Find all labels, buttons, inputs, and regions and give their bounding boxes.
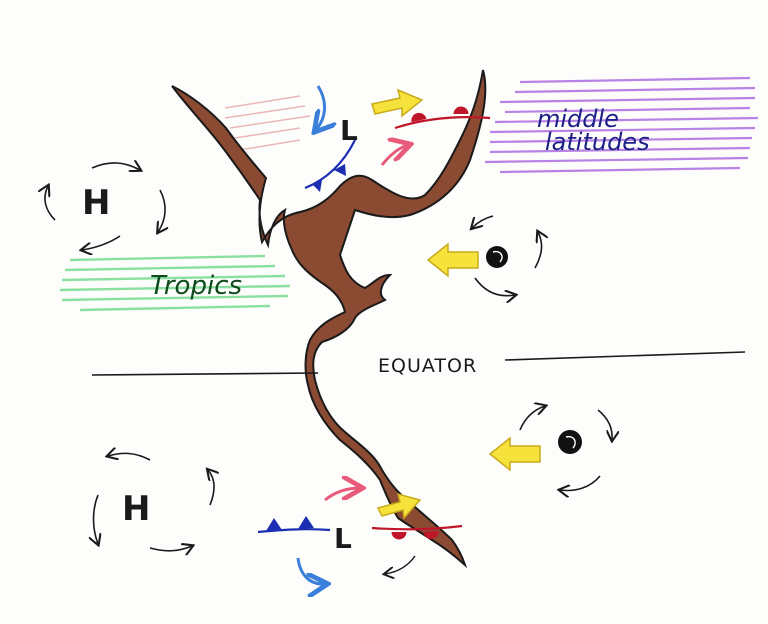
south-hurricane-track-arrow: [488, 436, 541, 472]
north-mid-latitude-storm: L: [304, 85, 491, 192]
north-hurricane: [426, 215, 542, 296]
north-high-pressure: H: [45, 163, 165, 250]
south-cold-front: [257, 528, 331, 534]
south-high-pressure: H: [94, 453, 214, 550]
north-hurricane-symbol: [486, 246, 508, 268]
north-low-label: L: [340, 114, 358, 147]
equator-label: EQUATOR: [378, 355, 477, 377]
middle-latitudes-label-1: middle: [537, 105, 619, 133]
middle-latitudes-label-2: latitudes: [545, 128, 650, 156]
north-warm-front: [394, 116, 491, 130]
south-high-label: H: [122, 489, 150, 529]
north-hurricane-track-arrow: [426, 242, 479, 278]
south-warm-front: [371, 524, 463, 531]
north-cold-front: [304, 139, 356, 190]
south-hurricane-symbol: [558, 430, 582, 454]
south-mid-latitude-storm: L: [257, 488, 463, 584]
tropics-band: [59, 254, 291, 312]
middle-latitudes-band: [484, 76, 759, 174]
tropics-label: Tropics: [150, 271, 242, 301]
south-low-label: L: [334, 522, 352, 555]
south-hurricane: [488, 406, 612, 490]
equator-line: [91, 351, 746, 376]
north-storm-track-arrow: [371, 88, 424, 118]
continent-shape: [171, 69, 487, 569]
south-storm-track-arrow: [376, 492, 422, 520]
north-high-label: H: [82, 183, 110, 223]
north-frontal-shading: [224, 95, 311, 151]
